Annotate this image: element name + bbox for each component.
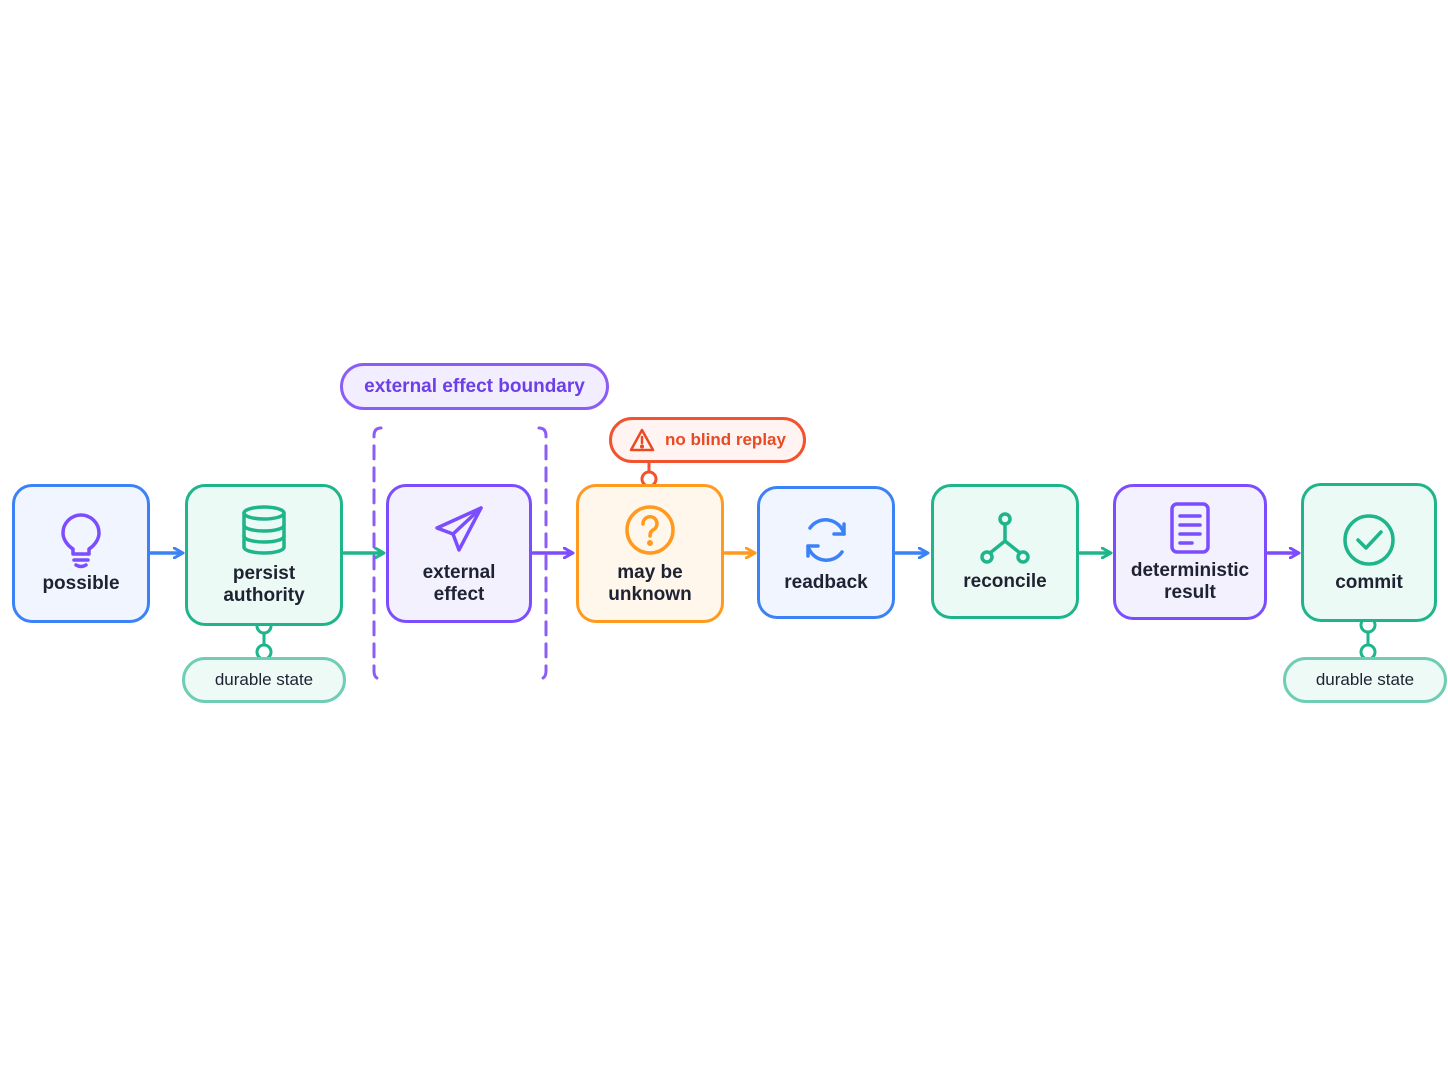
no-blind-replay-callout: no blind replay xyxy=(609,417,806,463)
refresh-icon xyxy=(806,517,846,562)
node-label: readback xyxy=(784,571,868,593)
lightbulb-icon xyxy=(61,512,101,568)
node-deterministic-result: deterministic result xyxy=(1113,484,1267,620)
node-label: external effect xyxy=(422,561,496,605)
node-reconcile: reconcile xyxy=(931,484,1079,619)
node-label: deterministic result xyxy=(1130,560,1250,603)
node-possible: possible xyxy=(12,484,150,623)
durable-state-tether-2 xyxy=(1359,616,1377,661)
external-effect-boundary xyxy=(372,426,548,681)
external-effect-boundary-label: external effect boundary xyxy=(340,363,609,410)
node-commit: commit xyxy=(1301,483,1437,622)
document-icon xyxy=(1170,502,1210,554)
database-icon xyxy=(242,505,286,555)
paper-plane-icon xyxy=(435,505,483,552)
durable-state-badge-1: durable state xyxy=(182,657,346,703)
node-external-effect: external effect xyxy=(386,484,532,623)
warning-tether xyxy=(640,462,658,488)
warning-triangle-icon xyxy=(629,428,655,452)
boundary-right-bracket xyxy=(537,426,548,681)
merge-icon xyxy=(980,511,1030,564)
question-circle-icon xyxy=(625,504,675,555)
node-persist-authority: persist authority xyxy=(185,484,343,626)
warning-text: no blind replay xyxy=(665,430,786,449)
node-label: persist authority xyxy=(223,563,305,606)
node-label: commit xyxy=(1335,571,1403,593)
boundary-left-bracket xyxy=(372,426,383,681)
node-label: may be unknown xyxy=(608,561,692,605)
node-readback: readback xyxy=(757,486,895,619)
durable-state-badge-2: durable state xyxy=(1283,657,1447,703)
node-may-be-unknown: may be unknown xyxy=(576,484,724,623)
node-label: reconcile xyxy=(963,570,1047,592)
node-label: possible xyxy=(42,572,120,594)
check-circle-icon xyxy=(1343,513,1395,566)
